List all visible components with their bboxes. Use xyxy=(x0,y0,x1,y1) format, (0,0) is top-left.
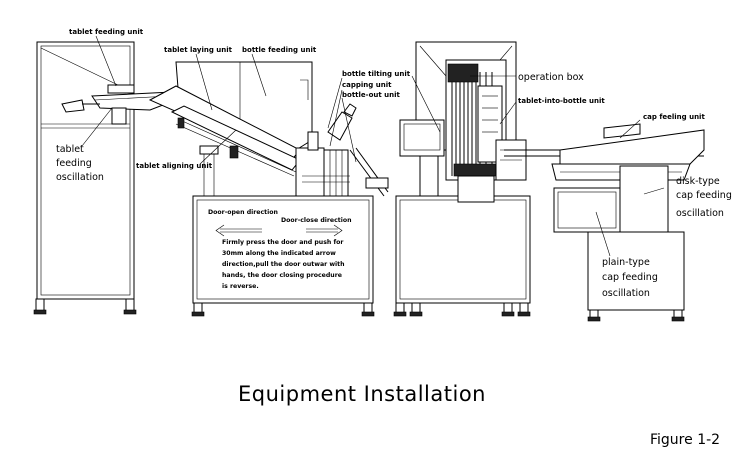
label-plain-type-2: cap feeding xyxy=(602,272,658,283)
operation-cabinet xyxy=(393,195,531,317)
door-instruction-line: direction,pull the door outwar with xyxy=(222,261,345,268)
tablet-feeding-bowl xyxy=(61,84,177,125)
label-tablet-feeding-osc-3: oscillation xyxy=(56,172,104,183)
label-tablet-feeding-osc-2: feeding xyxy=(56,158,92,169)
door-close-direction: Door-close direction xyxy=(281,217,352,224)
door-instruction-line: Firmly press the door and push for xyxy=(222,239,344,246)
capping-mechanism xyxy=(295,103,389,197)
label-disk-type-1: disk-type xyxy=(676,176,720,187)
middle-cabinet xyxy=(191,195,375,317)
door-open-direction: Door-open direction xyxy=(208,209,278,216)
diagram-title: Equipment Installation xyxy=(238,382,486,406)
label-tablet-laying-unit: tablet laying unit xyxy=(164,46,233,54)
door-instruction-line: 30mm along the indicated arrow xyxy=(222,250,336,257)
door-instruction-line: is reverse. xyxy=(222,283,259,290)
cap-conveyor xyxy=(504,123,705,181)
label-cap-feeling-unit: cap feeling unit xyxy=(643,113,705,121)
label-bottle-tilting-unit: bottle tilting unit xyxy=(342,70,411,78)
tablet-into-bottle-tower xyxy=(415,41,527,203)
label-disk-type-3: oscillation xyxy=(676,208,724,219)
label-plain-type-1: plain-type xyxy=(602,257,650,268)
label-plain-type-3: oscillation xyxy=(602,288,650,299)
label-operation-box: operation box xyxy=(518,72,584,83)
tablet-chute xyxy=(148,85,301,196)
figure-number: Figure 1-2 xyxy=(650,432,720,448)
door-instructions: Door-open direction Door-close direction… xyxy=(208,209,352,290)
label-tablet-aligning-unit: tablet aligning unit xyxy=(136,162,213,170)
label-bottle-out-unit: bottle-out unit xyxy=(342,91,401,99)
label-bottle-feeding-unit: bottle feeding unit xyxy=(242,46,317,54)
leader-lines xyxy=(81,35,665,257)
label-tablet-into-bottle-unit: tablet-into-bottle unit xyxy=(518,97,605,105)
cap-feeding-cabinet xyxy=(553,165,685,322)
label-capping-unit: capping unit xyxy=(342,81,392,89)
label-tablet-feeding-unit: tablet feeding unit xyxy=(69,28,144,36)
label-disk-type-2: cap feeding xyxy=(676,190,732,201)
door-open-arrow xyxy=(215,224,262,237)
door-instruction-line: hands, the door closing procedure xyxy=(222,272,342,279)
label-tablet-feeding-osc-1: tablet xyxy=(56,144,84,155)
door-close-arrow xyxy=(306,224,343,237)
